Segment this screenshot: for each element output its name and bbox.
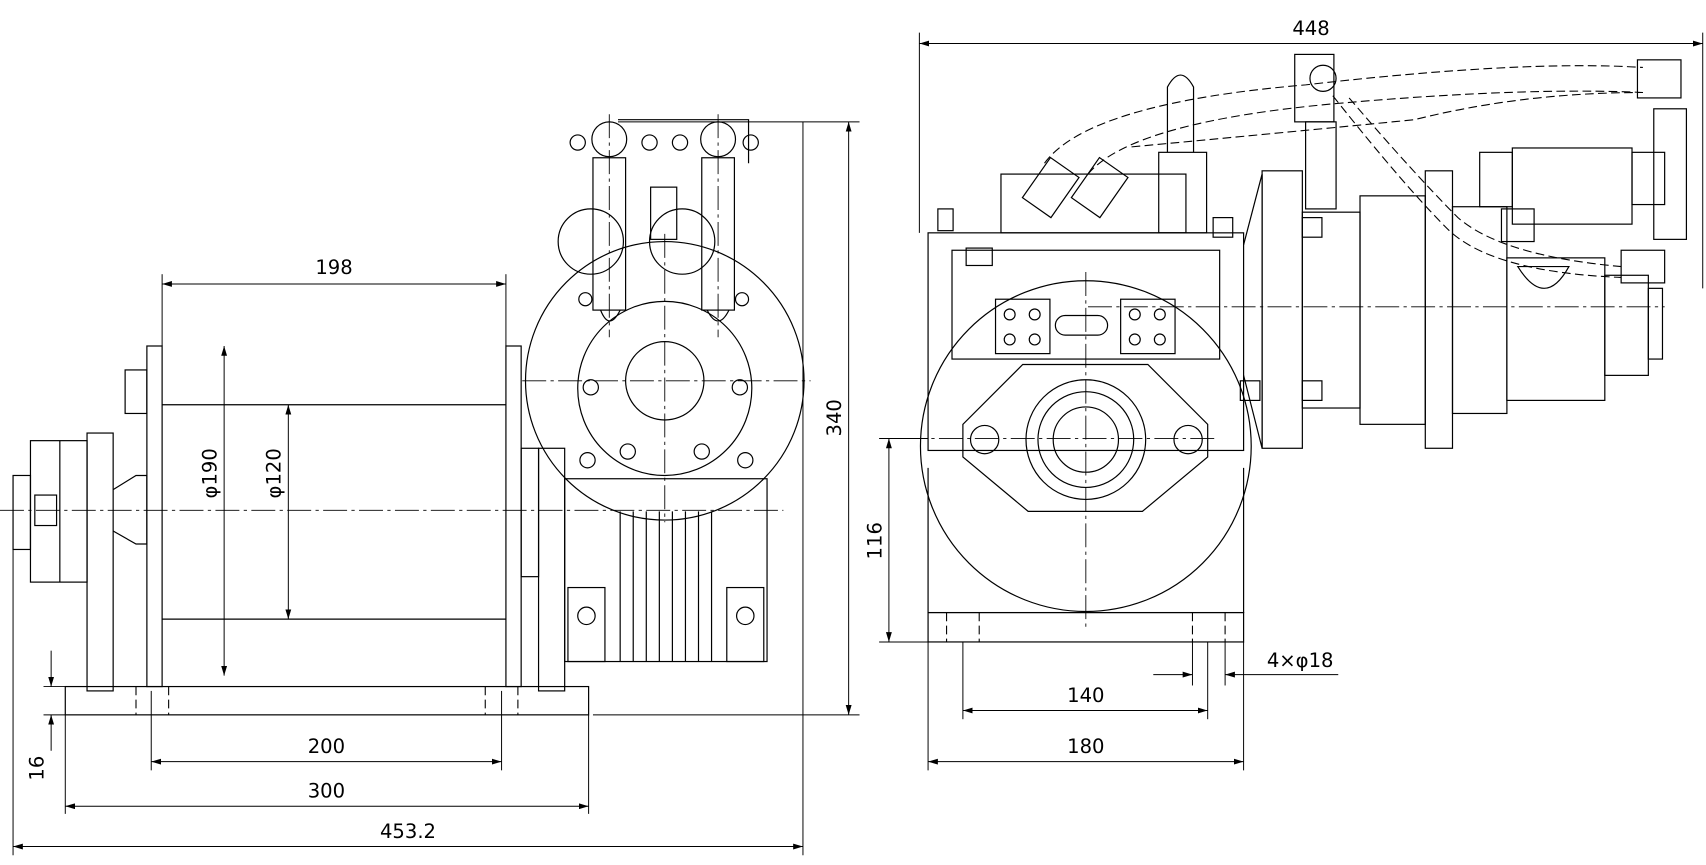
bolt-holes [579, 379, 754, 469]
end-dimensions: 448 116 140 180 4×φ18 [863, 17, 1704, 771]
valve-block [1021, 53, 1688, 284]
bearing-housing [86, 432, 114, 692]
side-dimensions: 198 φ190 φ120 340 200 300 453.2 16 [12, 121, 860, 856]
end-view [903, 53, 1688, 643]
base-plate [64, 685, 590, 716]
dim-mounting-holes: 4×φ18 [1267, 649, 1334, 672]
end-cap [29, 440, 88, 583]
right-flange [505, 345, 522, 688]
motor-body [564, 478, 768, 663]
hydraulic-fittings [557, 119, 759, 322]
dim-overall-width: 448 [1292, 17, 1329, 40]
dim-overall-length: 453.2 [380, 820, 436, 843]
hoses [1044, 65, 1643, 278]
side-view [0, 114, 811, 716]
motor [1359, 195, 1426, 425]
cooling-fins [619, 511, 713, 662]
dim-overall-height: 340 [823, 399, 846, 436]
dim-base-width: 180 [1067, 735, 1104, 758]
dim-drum-diameter: φ120 [263, 448, 286, 498]
bolt-pattern [1003, 308, 1166, 346]
dim-base-thickness: 16 [26, 756, 49, 781]
gear-housing-arc [919, 280, 1252, 613]
dim-drum-length: 198 [315, 256, 352, 279]
left-flange [146, 345, 163, 688]
dim-center-height: 116 [863, 522, 886, 559]
dim-mount-spacing: 200 [308, 735, 345, 758]
dim-hole-spacing: 140 [1067, 684, 1104, 707]
motor-flange [1261, 170, 1303, 449]
end-base [927, 611, 1245, 643]
dim-base-length: 300 [308, 780, 345, 803]
dim-flange-diameter: φ190 [199, 448, 222, 498]
bolt [124, 369, 148, 415]
